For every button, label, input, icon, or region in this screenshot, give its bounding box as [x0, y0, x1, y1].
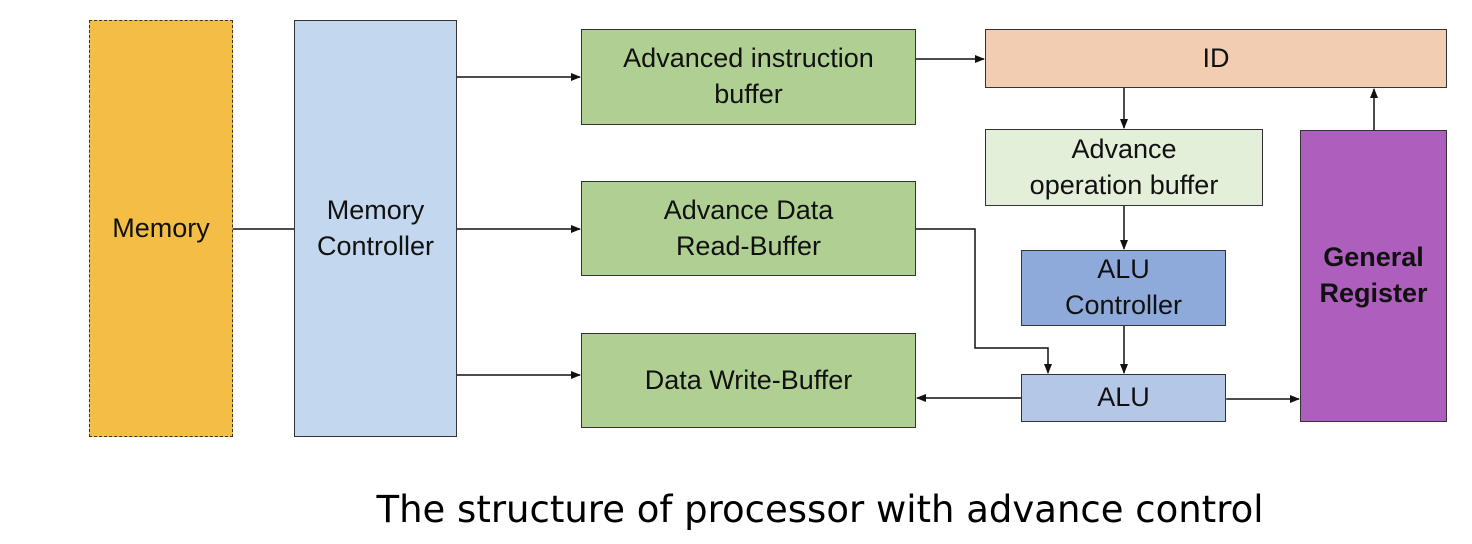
diagram-caption: The structure of processor with advance …	[376, 488, 1264, 531]
memory-controller-label: Memory Controller	[316, 194, 435, 261]
memory-controller-block: Memory Controller	[294, 20, 457, 437]
alu-controller-block: ALU Controller	[1021, 250, 1226, 326]
id-label: ID	[1202, 42, 1230, 73]
advance-operation-buffer-block: Advance operation buffer	[985, 129, 1263, 206]
memory-block: Memory	[89, 20, 233, 437]
advance-data-read-buffer-label: Advance Data Read-Buffer	[663, 194, 834, 261]
alu-controller-label: ALU Controller	[1064, 254, 1183, 320]
id-block: ID	[985, 29, 1447, 88]
alu-block: ALU	[1021, 374, 1226, 422]
advanced-instruction-buffer-block: Advanced instruction buffer	[581, 29, 916, 125]
arrow-read-buffer-to-alu	[916, 228, 1052, 374]
memory-label: Memory	[112, 212, 210, 243]
advance-data-read-buffer-block: Advance Data Read-Buffer	[581, 181, 916, 276]
advanced-instruction-buffer-label: Advanced instruction buffer	[623, 43, 874, 109]
data-write-buffer-block: Data Write-Buffer	[581, 333, 916, 428]
advance-operation-buffer-label: Advance operation buffer	[1029, 133, 1219, 200]
general-register-label: General Register	[1319, 242, 1428, 308]
general-register-block: General Register	[1300, 130, 1447, 422]
alu-label: ALU	[1097, 382, 1150, 413]
data-write-buffer-label: Data Write-Buffer	[644, 364, 853, 395]
